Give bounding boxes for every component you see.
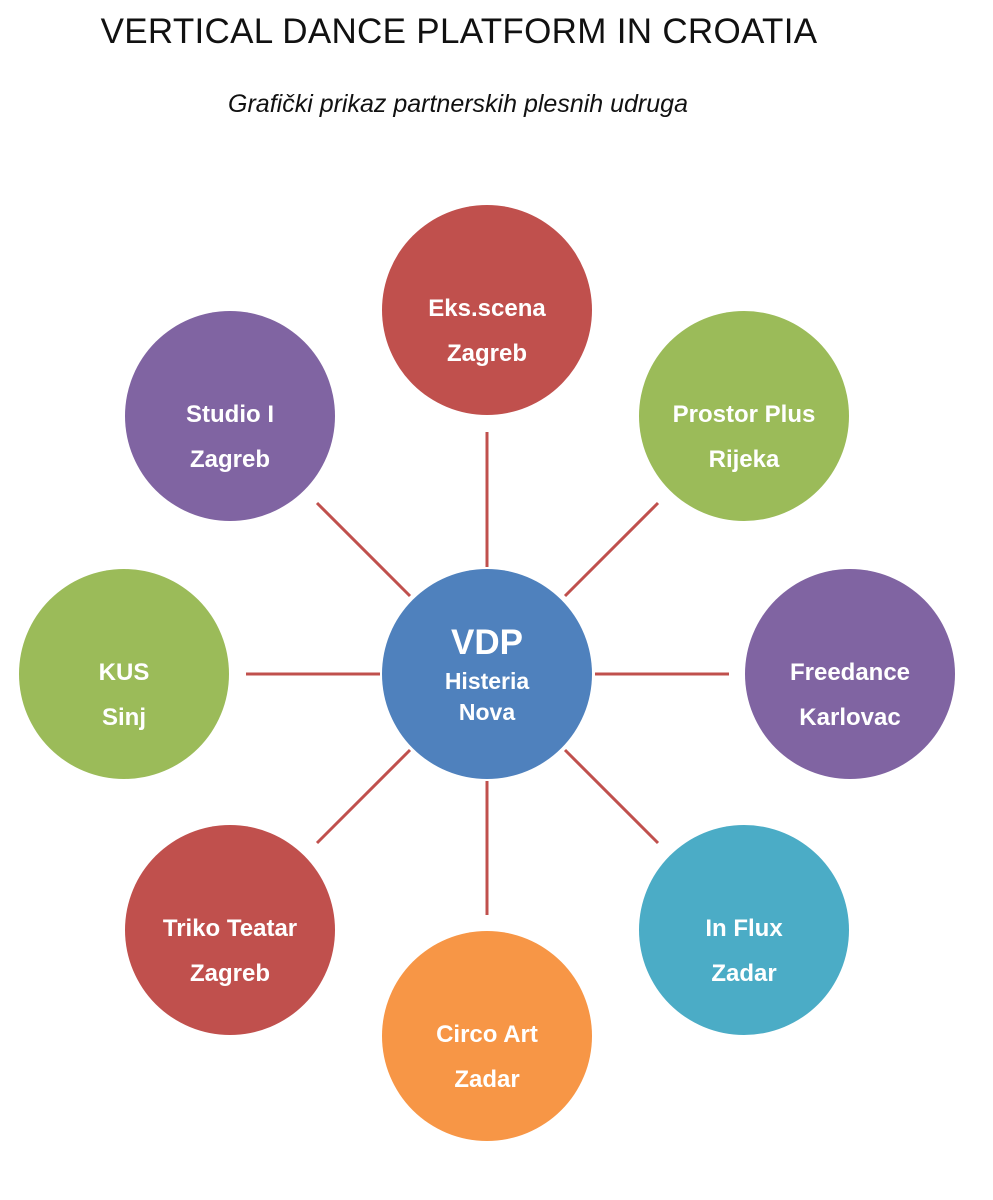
partner-name-kus: KUS xyxy=(99,659,150,686)
diagram-subtitle: Grafički prikaz partnerskih plesnih udru… xyxy=(228,90,688,118)
connectors xyxy=(246,432,729,915)
partner-name-freedance: Freedance xyxy=(790,659,910,686)
partner-city-triko-teatar: Zagreb xyxy=(190,960,270,987)
partner-name-prostor-plus: Prostor Plus xyxy=(673,401,816,428)
center-line-2: Nova xyxy=(459,699,515,725)
partner-circle-freedance xyxy=(745,569,955,779)
partner-city-prostor-plus: Rijeka xyxy=(709,446,780,473)
partner-name-studio-i: Studio I xyxy=(186,401,274,428)
partner-city-kus: Sinj xyxy=(102,704,146,731)
partner-name-circo-art: Circo Art xyxy=(436,1021,538,1048)
center-line-1: Histeria xyxy=(445,668,530,694)
connector-triko-teatar xyxy=(315,748,412,845)
partner-node-studio-i: Studio I Zagreb xyxy=(125,311,335,521)
connector-in-flux xyxy=(563,748,660,845)
partner-circle-prostor-plus xyxy=(639,311,849,521)
partner-circle-eks-scena xyxy=(382,205,592,415)
partner-circle-in-flux xyxy=(639,825,849,1035)
partner-city-eks-scena: Zagreb xyxy=(447,340,527,367)
partner-city-freedance: Karlovac xyxy=(799,704,900,731)
partner-name-eks-scena: Eks.scena xyxy=(428,295,546,322)
partner-city-circo-art: Zadar xyxy=(454,1066,519,1093)
partner-circle-studio-i xyxy=(125,311,335,521)
partner-name-triko-teatar: Triko Teatar xyxy=(163,915,297,942)
center-node: VDP Histeria Nova xyxy=(382,569,592,779)
partner-circle-triko-teatar xyxy=(125,825,335,1035)
center-circle xyxy=(382,569,592,779)
partner-node-kus: KUS Sinj xyxy=(19,569,229,779)
partner-circle-circo-art xyxy=(382,931,592,1141)
partner-city-in-flux: Zadar xyxy=(711,960,776,987)
partner-circle-kus xyxy=(19,569,229,779)
partner-city-studio-i: Zagreb xyxy=(190,446,270,473)
connector-prostor-plus xyxy=(563,501,660,598)
connector-studio-i xyxy=(315,501,412,598)
diagram-title: VERTICAL DANCE PLATFORM IN CROATIA xyxy=(100,12,818,51)
center-name: VDP xyxy=(451,623,523,662)
partner-name-in-flux: In Flux xyxy=(705,915,783,942)
